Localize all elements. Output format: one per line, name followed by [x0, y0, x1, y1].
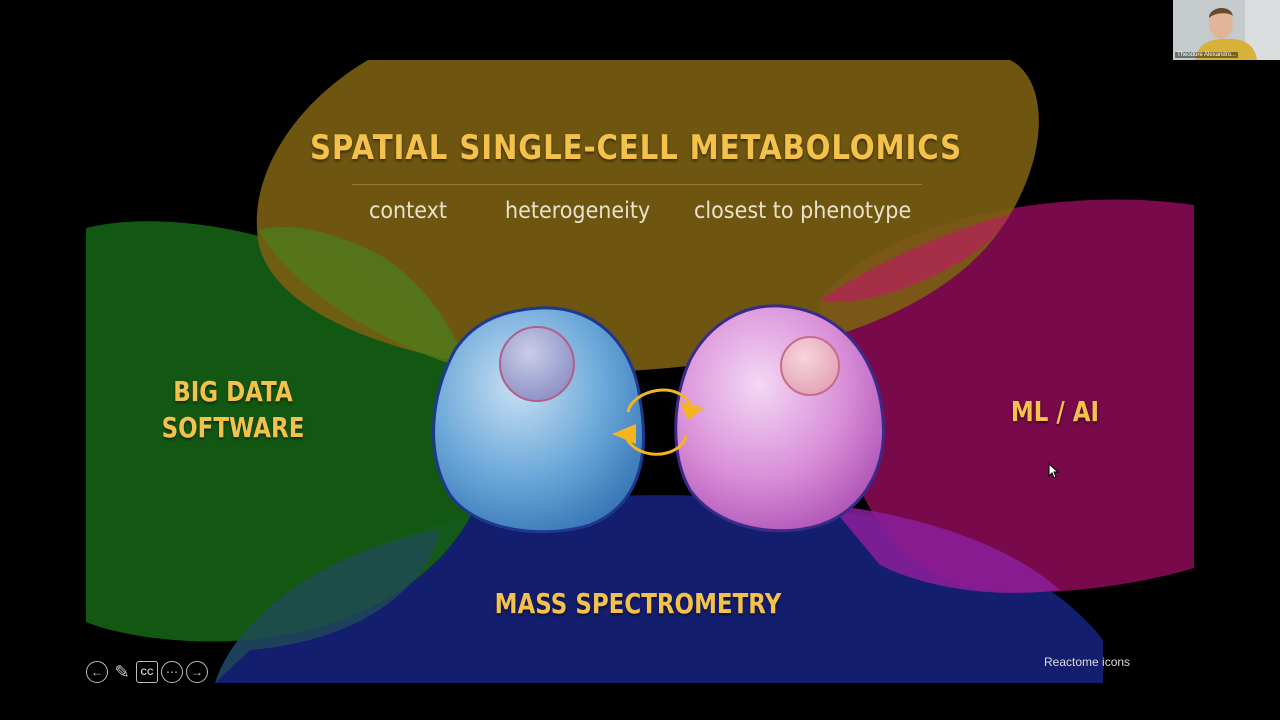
- keyword-phenotype: closest to phenotype: [694, 198, 912, 224]
- exchange-arrow-top: [626, 388, 694, 413]
- image-credit: Reactome icons: [1044, 655, 1131, 669]
- participant-video-thumbnail[interactable]: Theodore Alexandro...: [1173, 0, 1280, 60]
- pen-icon[interactable]: ✎: [114, 661, 130, 682]
- slide-title: SPATIAL SINGLE-CELL METABOLOMICS: [310, 128, 962, 168]
- arrow-left-icon[interactable]: ←: [86, 661, 108, 683]
- mouse-cursor-icon: [1048, 463, 1060, 479]
- cell-left: [432, 306, 645, 534]
- avatar: [1173, 0, 1280, 60]
- cell-right-nucleus: [780, 336, 840, 396]
- bottom-label: MASS SPECTROMETRY: [494, 587, 782, 620]
- more-icon[interactable]: ⋯: [161, 661, 183, 683]
- cell-left-nucleus: [499, 326, 575, 402]
- participant-name: Theodore Alexandro...: [1175, 52, 1239, 58]
- left-label: BIG DATA SOFTWARE: [159, 374, 307, 446]
- arrow-right-icon[interactable]: →: [186, 661, 208, 683]
- left-label-line1: BIG DATA: [173, 375, 293, 408]
- cell-right: [674, 304, 885, 533]
- presentation-controls: ← ✎ CC ⋯ →: [86, 661, 208, 683]
- keyword-context: context: [369, 198, 448, 224]
- title-divider: [352, 184, 922, 185]
- captions-icon[interactable]: CC: [136, 661, 158, 683]
- right-label: ML / AI: [1010, 395, 1100, 428]
- keyword-heterogeneity: heterogeneity: [505, 198, 651, 224]
- left-label-line2: SOFTWARE: [161, 411, 305, 444]
